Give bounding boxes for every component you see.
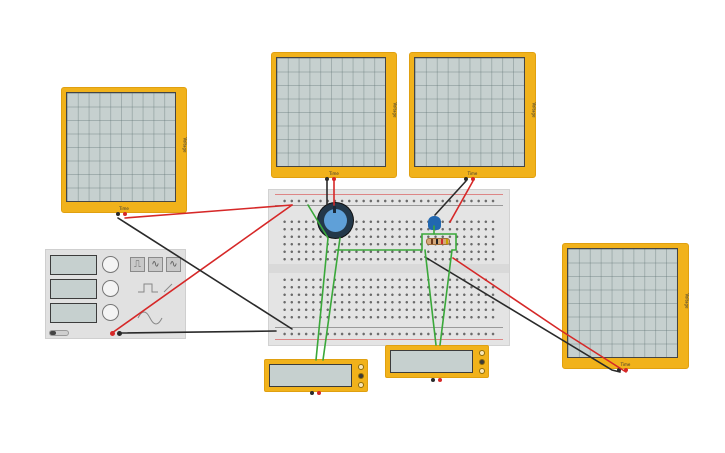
square-wave-icon[interactable]: ⎍ [130, 257, 145, 272]
amplitude-knob[interactable] [102, 280, 119, 297]
oscilloscope-3[interactable]: Time Voltage [409, 52, 537, 178]
oscilloscope-screen [66, 92, 176, 202]
multimeter-display [269, 364, 352, 387]
osc-1-probe-black[interactable] [116, 212, 120, 216]
mm-2-probe-red[interactable] [438, 378, 442, 382]
multimeter-button[interactable] [479, 359, 485, 365]
oscilloscope-2[interactable]: Time Voltage [271, 52, 398, 178]
sine-wave-icon[interactable]: ∿ [166, 257, 181, 272]
osc-3-probe-black[interactable] [464, 177, 468, 181]
multimeter-1[interactable] [264, 359, 368, 392]
multimeter-button[interactable] [479, 368, 485, 374]
multimeter-2[interactable] [385, 345, 489, 378]
power-switch[interactable] [49, 330, 69, 336]
oscilloscope-4[interactable]: Time Voltage [562, 243, 690, 369]
multimeter-button[interactable] [479, 350, 485, 356]
fg-terminal-negative[interactable] [117, 331, 122, 336]
frequency-display [50, 255, 97, 275]
power-rail-top [275, 194, 503, 206]
potentiometer-indicator [333, 206, 336, 213]
x-axis-label: Time [119, 206, 129, 211]
waveform-preview-icon [137, 283, 173, 325]
terminal-strip-upper[interactable] [281, 218, 499, 262]
mm-1-probe-black[interactable] [310, 391, 314, 395]
breadboard[interactable] [268, 189, 510, 346]
osc-1-probe-red[interactable] [123, 212, 127, 216]
osc-2-probe-black[interactable] [325, 177, 329, 181]
osc-2-probe-red[interactable] [332, 177, 336, 181]
multimeter-button[interactable] [358, 364, 364, 370]
multimeter-display [390, 350, 473, 373]
offset-display [50, 303, 97, 323]
resistor[interactable] [426, 238, 450, 245]
y-axis-label: Voltage [182, 137, 188, 153]
multimeter-button[interactable] [358, 373, 364, 379]
capacitor[interactable] [428, 216, 441, 230]
oscilloscope-screen [414, 57, 525, 167]
sawtooth-wave-icon[interactable]: ∿ [148, 257, 163, 272]
frequency-knob[interactable] [102, 256, 119, 273]
osc-4-probe-red[interactable] [624, 368, 628, 372]
oscilloscope-screen [567, 248, 678, 358]
terminal-strip-lower[interactable] [281, 276, 499, 320]
osc-3-probe-red[interactable] [471, 177, 475, 181]
offset-knob[interactable] [102, 304, 119, 321]
mm-1-probe-red[interactable] [317, 391, 321, 395]
x-axis-label: Time [329, 171, 339, 176]
amplitude-display [50, 279, 97, 299]
oscilloscope-screen [276, 57, 386, 167]
x-axis-label: Time [620, 362, 631, 367]
fg-terminal-positive[interactable] [110, 331, 115, 336]
multimeter-button[interactable] [358, 382, 364, 388]
y-axis-label: Voltage [392, 102, 398, 118]
y-axis-label: Voltage [684, 293, 690, 309]
center-channel [269, 264, 509, 273]
power-rail-bottom [275, 327, 503, 340]
x-axis-label: Time [467, 171, 478, 176]
oscilloscope-1[interactable]: Time Voltage [61, 87, 188, 213]
y-axis-label: Voltage [531, 102, 537, 118]
mm-2-probe-black[interactable] [431, 378, 435, 382]
osc-4-probe-black[interactable] [617, 368, 621, 372]
function-generator[interactable]: ⎍ ∿ ∿ [45, 249, 186, 339]
